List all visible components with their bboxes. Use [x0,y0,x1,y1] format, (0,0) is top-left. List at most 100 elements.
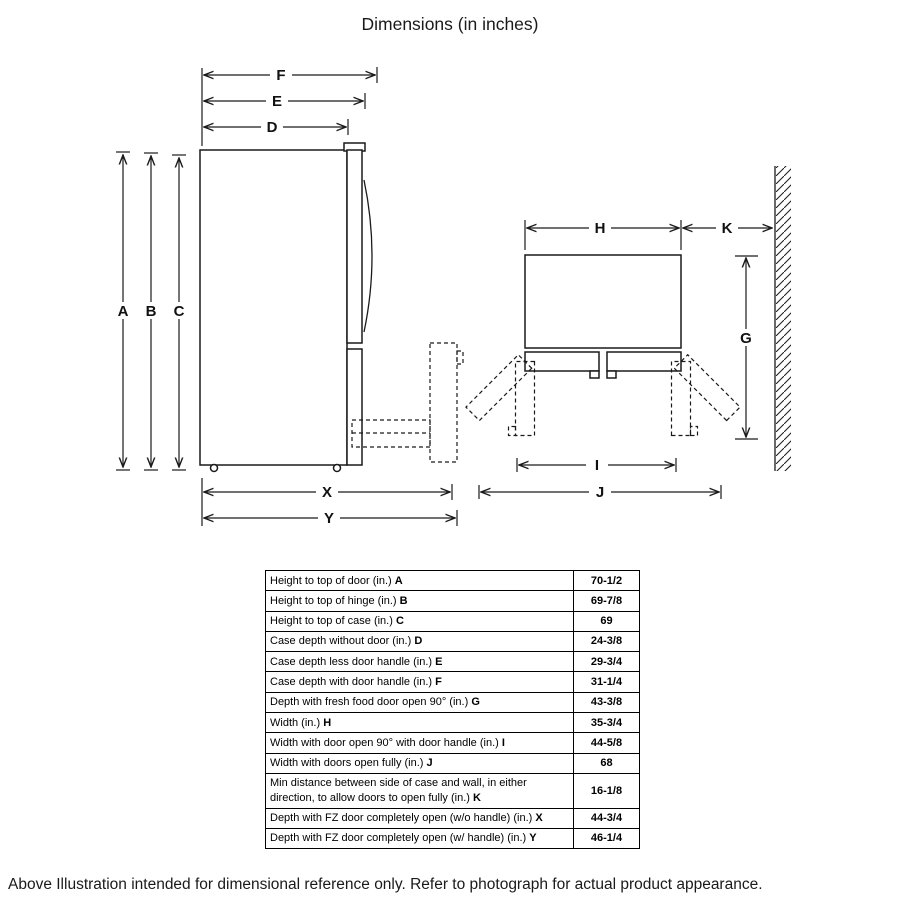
foot-left [209,463,219,473]
row-value: 16-1/8 [573,772,640,809]
freezer-door [346,348,363,466]
footer-note: Above Illustration intended for dimensio… [8,876,763,893]
fridge-side-view [199,142,373,473]
dim-arrow-J: J [478,483,722,501]
dim-label-B: B [146,303,157,320]
row-key: K [473,791,481,804]
table-row: Depth with FZ door completely open (w/o … [265,807,640,829]
row-value: 69 [573,610,640,632]
page-title: Dimensions (in inches) [361,14,539,34]
dim-arrow-G: G [735,255,758,440]
row-label: Width with door open 90° with door handl… [270,736,499,749]
left-door-open-full-dashed [465,353,533,422]
row-label-cell: Min distance between side of case and wa… [265,772,574,809]
row-label-cell: Height to top of hinge (in.) B [265,590,574,612]
row-label: Depth with fresh food door open 90° (in.… [270,696,469,709]
row-label: Min distance between side of case and wa… [270,777,527,804]
fridge-top-view [465,254,741,437]
dimensions-table-body: Height to top of door (in.) A 70-1/2 Hei… [265,569,640,850]
foot-right [332,463,342,473]
dim-label-E: E [272,93,282,110]
row-value: 69-7/8 [573,590,640,612]
dimensions-diagram: A B C F E D X [112,66,791,527]
table-row: Width with door open 90° with door handl… [265,732,640,754]
case-top-view [524,254,682,349]
dim-arrow-H: H [527,219,679,237]
dim-arrow-Y: Y [204,509,458,527]
dimensions-table: Height to top of door (in.) A 70-1/2 Hei… [265,569,640,850]
row-label: Height to top of hinge (in.) [270,594,397,607]
row-label: Height to top of door (in.) [270,574,392,587]
row-value: 68 [573,752,640,774]
fresh-food-door [346,149,363,344]
row-label: Case depth less door handle (in.) [270,655,433,668]
table-row: Width (in.) H 35-3/4 [265,712,640,734]
row-value: 29-3/4 [573,651,640,673]
left-door-closed [524,351,600,372]
row-value: 46-1/4 [573,827,640,850]
row-key: I [501,736,505,749]
row-label-cell: Height to top of case (in.) C [265,610,574,632]
right-door-handle [606,370,617,379]
row-key: Y [529,832,537,845]
left-door-handle [589,370,600,379]
row-label-cell: Depth with FZ door completely open (w/o … [265,807,574,829]
row-key: H [323,716,332,729]
row-key: F [435,675,442,688]
right-door-closed [606,351,682,372]
right-door-open-full-dashed [673,353,741,422]
row-key: J [426,757,433,770]
right-door-open-90-dashed [670,360,699,437]
table-row: Height to top of case (in.) C 69 [265,610,640,632]
dim-label-A: A [118,303,129,320]
row-label: Depth with FZ door completely open (w/ h… [270,832,527,845]
dim-arrow-E: E [204,92,366,110]
dim-label-D: D [267,119,278,136]
dim-arrow-A: A [112,151,134,471]
row-label-cell: Depth with fresh food door open 90° (in.… [265,691,574,714]
row-label: Width with doors open fully (in.) [270,757,424,770]
dim-arrow-K: K [683,219,772,237]
wall [774,166,791,471]
door-handle [363,179,373,333]
row-value: 24-3/8 [573,630,640,653]
dim-arrow-X: X [204,483,453,501]
dim-label-I: I [595,457,599,474]
row-key: C [395,615,404,628]
row-key: A [394,574,403,587]
dim-arrow-B: B [140,152,162,471]
row-label: Height to top of case (in.) [270,615,393,628]
dim-label-J: J [596,484,604,501]
row-label: Depth with FZ door completely open (w/o … [270,812,533,825]
row-key: B [399,594,408,607]
row-value: 43-3/8 [573,691,640,714]
dim-label-H: H [595,220,606,237]
row-key: G [471,696,480,709]
row-key: D [414,635,423,648]
table-row: Case depth with door handle (in.) F 31-1… [265,671,640,693]
table-row: Case depth without door (in.) D 24-3/8 [265,630,640,653]
row-label-cell: Case depth without door (in.) D [265,630,574,653]
dim-arrow-F: F [204,66,378,84]
row-label-cell: Depth with FZ door completely open (w/ h… [265,827,574,850]
table-row: Depth with FZ door completely open (w/ h… [265,827,640,850]
row-key: X [535,812,543,825]
dim-arrow-C: C [168,154,190,471]
row-label: Width (in.) [270,716,321,729]
row-value: 70-1/2 [573,569,640,592]
row-label-cell: Case depth with door handle (in.) F [265,671,574,693]
row-label: Case depth with door handle (in.) [270,675,433,688]
dim-label-G: G [740,330,752,347]
row-label-cell: Height to top of door (in.) A [265,569,574,592]
row-label-cell: Width with door open 90° with door handl… [265,732,574,754]
table-row: Width with doors open fully (in.) J 68 [265,752,640,774]
row-label-cell: Width with doors open fully (in.) J [265,752,574,774]
dim-label-F: F [276,67,285,84]
row-value: 44-3/4 [573,807,640,829]
row-value: 31-1/4 [573,671,640,693]
wall-hatching [776,166,791,471]
row-value: 44-5/8 [573,732,640,754]
row-key: E [435,655,443,668]
row-label: Case depth without door (in.) [270,635,412,648]
dim-label-X: X [322,484,332,501]
